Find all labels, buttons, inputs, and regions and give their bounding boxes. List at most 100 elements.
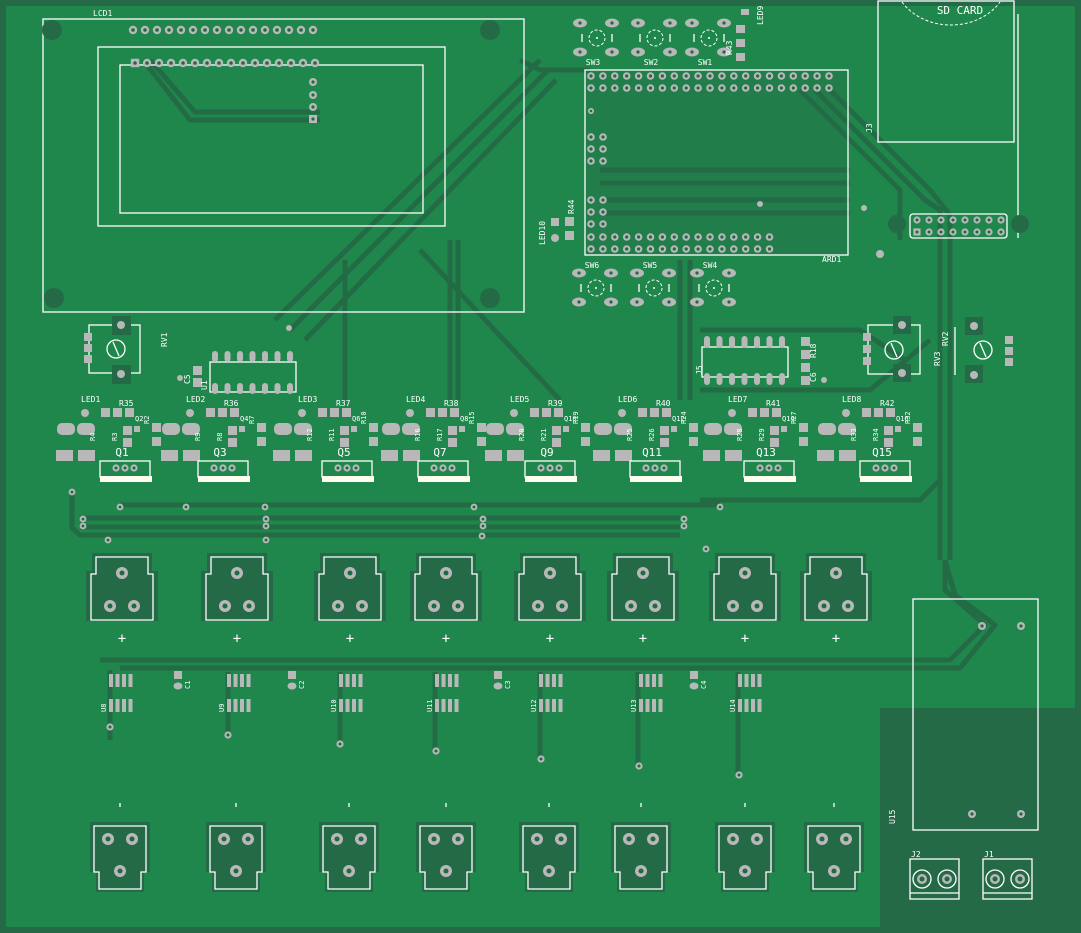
socket-outline <box>414 556 478 621</box>
led-pad <box>741 9 749 15</box>
led-pad <box>618 409 626 417</box>
socket-clearance <box>410 553 482 621</box>
smd-pad <box>485 450 502 461</box>
socket-lower[interactable] <box>319 803 379 892</box>
drill-hole <box>819 836 825 842</box>
socket-lower[interactable] <box>416 803 476 892</box>
socket-outline <box>518 556 582 621</box>
led-ref-label: LED5 <box>510 395 529 404</box>
resistor-ref-label: R42 <box>880 399 895 408</box>
socket-upper[interactable]: + <box>201 553 273 647</box>
pot-ref-label: RV2 <box>941 331 950 346</box>
ic-pin <box>716 373 723 385</box>
drill-hole <box>915 230 919 234</box>
lcd-header-top <box>128 25 318 35</box>
smd-pad <box>381 450 398 461</box>
led-ref-label: LED10 <box>538 221 547 245</box>
drill-hole <box>123 466 127 470</box>
drill-hole <box>129 836 135 842</box>
tactile-button[interactable]: SW6 <box>572 261 618 307</box>
drill-hole <box>744 74 748 78</box>
tactile-button[interactable]: SW5 <box>630 261 676 307</box>
socket-upper[interactable]: + <box>86 553 158 647</box>
ic-pin <box>237 351 243 362</box>
ic-u1: C5 U1 <box>177 351 297 394</box>
resistor-ref-label: R17 <box>436 428 444 441</box>
smd-pad <box>507 450 524 461</box>
resistor-ref-label: R43 <box>725 40 734 55</box>
drill-hole <box>589 86 593 90</box>
smd-pad <box>294 423 312 435</box>
drill-hole <box>589 235 593 239</box>
tactile-button[interactable]: SW4 <box>690 261 736 307</box>
socket-lower[interactable] <box>715 803 775 892</box>
led-ref-label: LED2 <box>186 395 205 404</box>
tactile-button[interactable]: SW1 <box>685 18 731 68</box>
resistor-ref-label: R29 <box>758 428 766 441</box>
drill-hole <box>609 300 613 304</box>
drill-hole <box>625 86 629 90</box>
smd-pad <box>725 450 742 461</box>
drill-hole <box>613 74 617 78</box>
socket-upper[interactable]: + <box>607 553 679 647</box>
drill-hole <box>226 733 230 737</box>
cap-ref-label: C3 <box>504 681 512 689</box>
smd-pad <box>530 408 539 417</box>
chip-pin <box>454 674 459 687</box>
drill-hole <box>987 218 991 222</box>
socket-lower[interactable] <box>611 803 671 892</box>
drill-hole <box>754 836 760 842</box>
drill-hole <box>975 218 979 222</box>
drill-hole <box>117 868 123 874</box>
chip-pin <box>115 699 120 712</box>
socket-upper[interactable]: + <box>410 553 482 647</box>
smd-pad <box>183 450 200 461</box>
drill-hole <box>157 61 161 65</box>
drill-hole <box>660 86 664 90</box>
drill-hole <box>118 505 122 509</box>
drill-hole <box>455 603 461 609</box>
ic-pin <box>212 351 218 362</box>
potentiometer-rv3: RV3 <box>863 316 942 382</box>
drill-hole <box>548 466 552 470</box>
resistor-ref-label: R32 <box>904 411 912 424</box>
socket-upper[interactable]: + <box>514 553 586 647</box>
smd-pad <box>772 408 781 417</box>
ic-pin <box>249 351 256 362</box>
socket-lower[interactable] <box>90 803 150 892</box>
chip-pin <box>122 674 126 687</box>
button-center <box>595 287 597 289</box>
smd-pad <box>748 408 757 417</box>
tactile-button[interactable]: SW2 <box>631 18 677 68</box>
drill-hole <box>558 836 564 842</box>
ic-j5: J5 R18 C6 <box>695 336 827 385</box>
drill-hole <box>744 86 748 90</box>
drill-hole <box>660 235 664 239</box>
smd-pad <box>884 438 893 447</box>
drill-hole <box>754 603 760 609</box>
socket-lower[interactable] <box>519 803 579 892</box>
chip-pin <box>435 699 439 712</box>
transistor-tab <box>744 476 796 482</box>
smd-pad <box>662 408 671 417</box>
chip-pin <box>227 674 231 687</box>
smd-pad <box>57 423 75 435</box>
drill-hole <box>648 86 653 90</box>
drill-hole <box>684 235 688 239</box>
drill-hole <box>648 74 653 78</box>
socket-lower[interactable] <box>804 803 864 892</box>
smd-pad <box>426 408 435 417</box>
drill-hole <box>672 247 676 251</box>
drill-hole <box>637 247 641 251</box>
led-ref-label: LED3 <box>298 395 317 404</box>
sd-outline <box>877 0 1015 143</box>
socket-upper[interactable]: + <box>800 553 872 647</box>
socket-lower[interactable] <box>206 803 266 892</box>
smd-pad <box>402 423 420 435</box>
tactile-button[interactable]: SW3 <box>573 18 619 68</box>
socket-upper[interactable]: + <box>314 553 386 647</box>
drill-hole <box>821 603 827 609</box>
socket-outline <box>318 556 382 621</box>
socket-upper[interactable]: + <box>709 553 781 647</box>
drill-hole <box>610 21 614 25</box>
